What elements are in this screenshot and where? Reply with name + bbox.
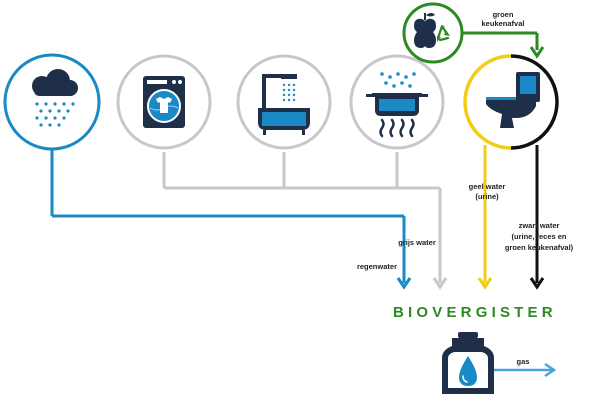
rain-water-label: regenwater (357, 262, 397, 271)
washing-machine-icon (116, 54, 212, 150)
black-water-label-1: zwart water (519, 221, 560, 230)
green-waste-label-2: keukenafval (482, 19, 525, 28)
yellow-water-label-2: (urine) (475, 192, 499, 201)
toilet-icon (463, 54, 559, 150)
black-water-arrow (529, 277, 545, 290)
food-waste-recycle-icon (402, 2, 464, 64)
yellow-water-label-1: geel water (469, 182, 506, 191)
grey-water-lines (162, 152, 442, 283)
green-waste-label-1: groen (493, 10, 514, 19)
black-water-label-3: groen keukenafval) (505, 243, 574, 252)
shower-bath-icon (236, 54, 332, 150)
green-waste-arrow (529, 46, 545, 59)
rain-icon (3, 53, 101, 151)
black-water-label-2: (urine, feces en (511, 232, 566, 241)
digester-tank-icon (442, 332, 494, 394)
cooking-pot-icon (349, 54, 445, 150)
yellow-water-arrow (477, 277, 493, 290)
rain-water-line (50, 150, 406, 283)
biodigester-title: BIOVERGISTER (393, 304, 557, 321)
grey-water-label: grijs water (398, 238, 436, 247)
gas-line (492, 362, 557, 378)
grey-water-arrow (432, 277, 448, 290)
gas-label: gas (517, 357, 530, 366)
green-waste-line (463, 31, 539, 50)
rain-water-arrow (396, 277, 412, 290)
